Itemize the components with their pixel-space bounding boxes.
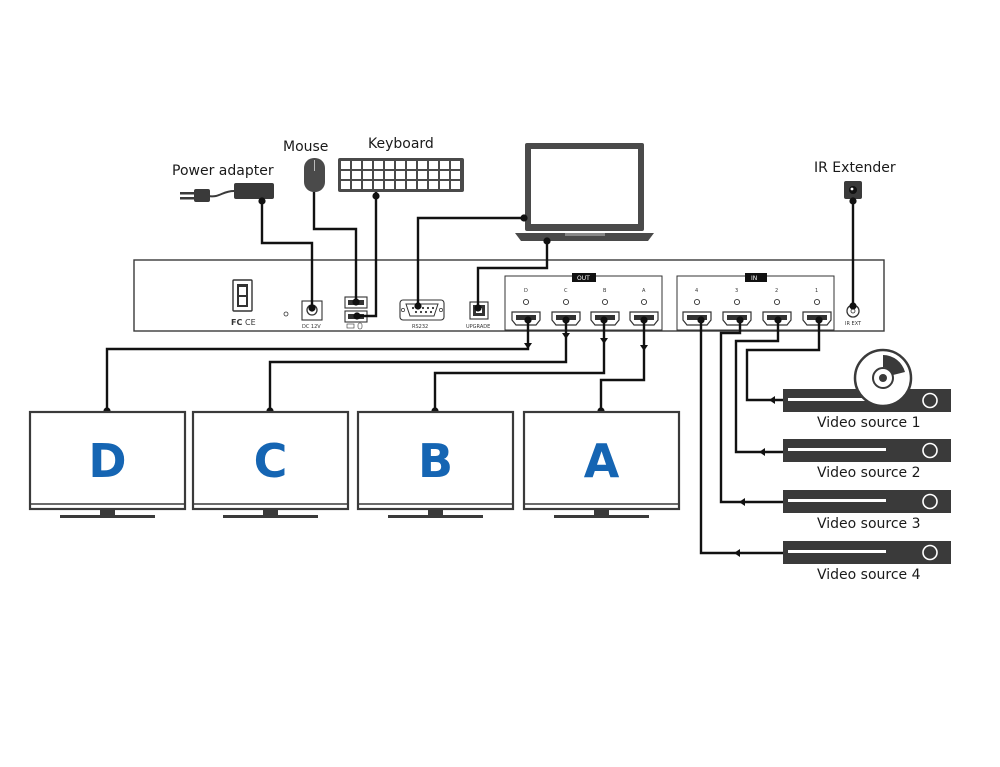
ir-extender-label: IR Extender xyxy=(814,160,896,176)
monitor-b-letter: B xyxy=(418,434,453,488)
out-group-label: OUT xyxy=(577,275,590,282)
hdmi-out-c-label: C xyxy=(564,288,568,294)
mouse-icon xyxy=(304,158,325,192)
hdmi-out-b-label: B xyxy=(603,288,607,294)
keyboard-icon xyxy=(338,158,464,192)
monitor-b: B xyxy=(356,410,515,518)
laptop-icon xyxy=(515,143,654,241)
video-source-4-label: Video source 4 xyxy=(817,567,921,583)
monitor-a: A xyxy=(522,410,681,518)
video-source-2: Video source 2 xyxy=(783,439,951,481)
in-group-label: IN xyxy=(751,275,757,282)
rs232-port[interactable] xyxy=(399,299,445,321)
video-source-1-label: Video source 1 xyxy=(817,415,921,431)
monitor-c-letter: C xyxy=(254,434,288,488)
power-adapter-label: Power adapter xyxy=(172,163,274,179)
upgrade-label: UPGRADE xyxy=(466,324,490,330)
hdmi-out-a-label: A xyxy=(642,288,646,294)
power-adapter xyxy=(180,183,274,202)
video-source-4: Video source 4 xyxy=(783,541,951,583)
fc-mark: FC xyxy=(231,318,242,327)
video-source-3-label: Video source 3 xyxy=(817,516,921,532)
hdmi-in-1-label: 1 xyxy=(815,288,818,294)
in-port-group: IN xyxy=(676,273,835,331)
video-source-2-label: Video source 2 xyxy=(817,465,921,481)
monitor-a-letter: A xyxy=(584,434,620,488)
ce-mark: CE xyxy=(245,318,256,327)
monitor-c: C xyxy=(191,410,350,518)
ir-extender-icon xyxy=(844,181,862,199)
matrix-back-panel: FC CE DC 12V xyxy=(133,259,885,332)
monitor-d: D xyxy=(28,410,187,518)
video-source-3: Video source 3 xyxy=(783,490,951,532)
disc-icon xyxy=(853,348,913,408)
rs232-label: RS232 xyxy=(412,324,428,330)
monitor-d-letter: D xyxy=(88,434,126,488)
hdmi-in-4-label: 4 xyxy=(695,288,698,294)
keyboard-label: Keyboard xyxy=(368,136,434,152)
hdmi-in-2-label: 2 xyxy=(775,288,778,294)
ir-ext-label: IR EXT xyxy=(845,321,862,327)
hdmi-out-d-label: D xyxy=(524,288,528,294)
dc-port-label: DC 12V xyxy=(302,324,321,330)
mouse-label: Mouse xyxy=(283,139,328,155)
hdmi-in-3-label: 3 xyxy=(735,288,738,294)
power-switch[interactable] xyxy=(232,279,253,312)
out-port-group: OUT xyxy=(504,273,663,331)
